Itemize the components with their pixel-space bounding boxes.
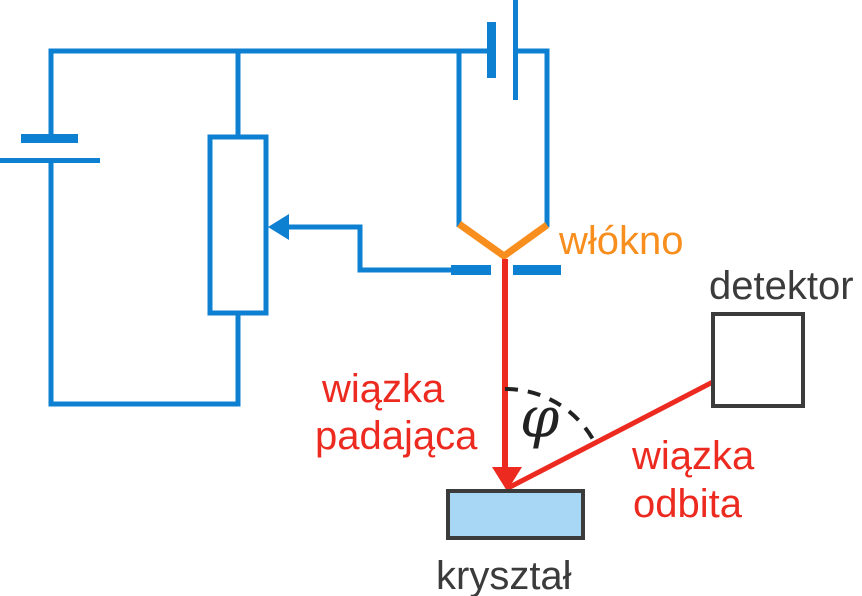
top-wire [48,48,488,134]
wiper-arrowhead-icon [268,214,289,240]
battery-top-short-plate [487,22,496,78]
gun-right-wire [518,48,550,227]
incident-beam-label-line1: wiązka [322,367,445,411]
battery-left-short-plate [21,134,78,143]
detector-box [711,312,805,408]
crystal-label: kryształ [436,554,572,596]
angle-symbol: φ [520,386,560,451]
crystal [446,489,585,540]
left-and-bottom-wire [48,163,241,407]
filament [456,221,550,261]
incident-beam-label-line2: padająca [315,414,478,458]
reflected-beam-label-line2: odbita [633,482,742,526]
battery-top-long-plate [513,0,518,100]
angle-arc [504,386,597,444]
wiper-wire [286,224,452,273]
detector-label: detektor [709,264,854,308]
reflected-beam [506,367,738,491]
potentiometer-resistor [207,134,269,316]
battery-left-long-plate [0,158,100,163]
aperture-right [513,265,561,275]
reflected-beam-label-line1: wiązka [632,434,755,478]
incident-beam-arrowhead-icon [492,467,522,491]
filament-label: włókno [559,219,684,263]
aperture-left [451,265,491,275]
